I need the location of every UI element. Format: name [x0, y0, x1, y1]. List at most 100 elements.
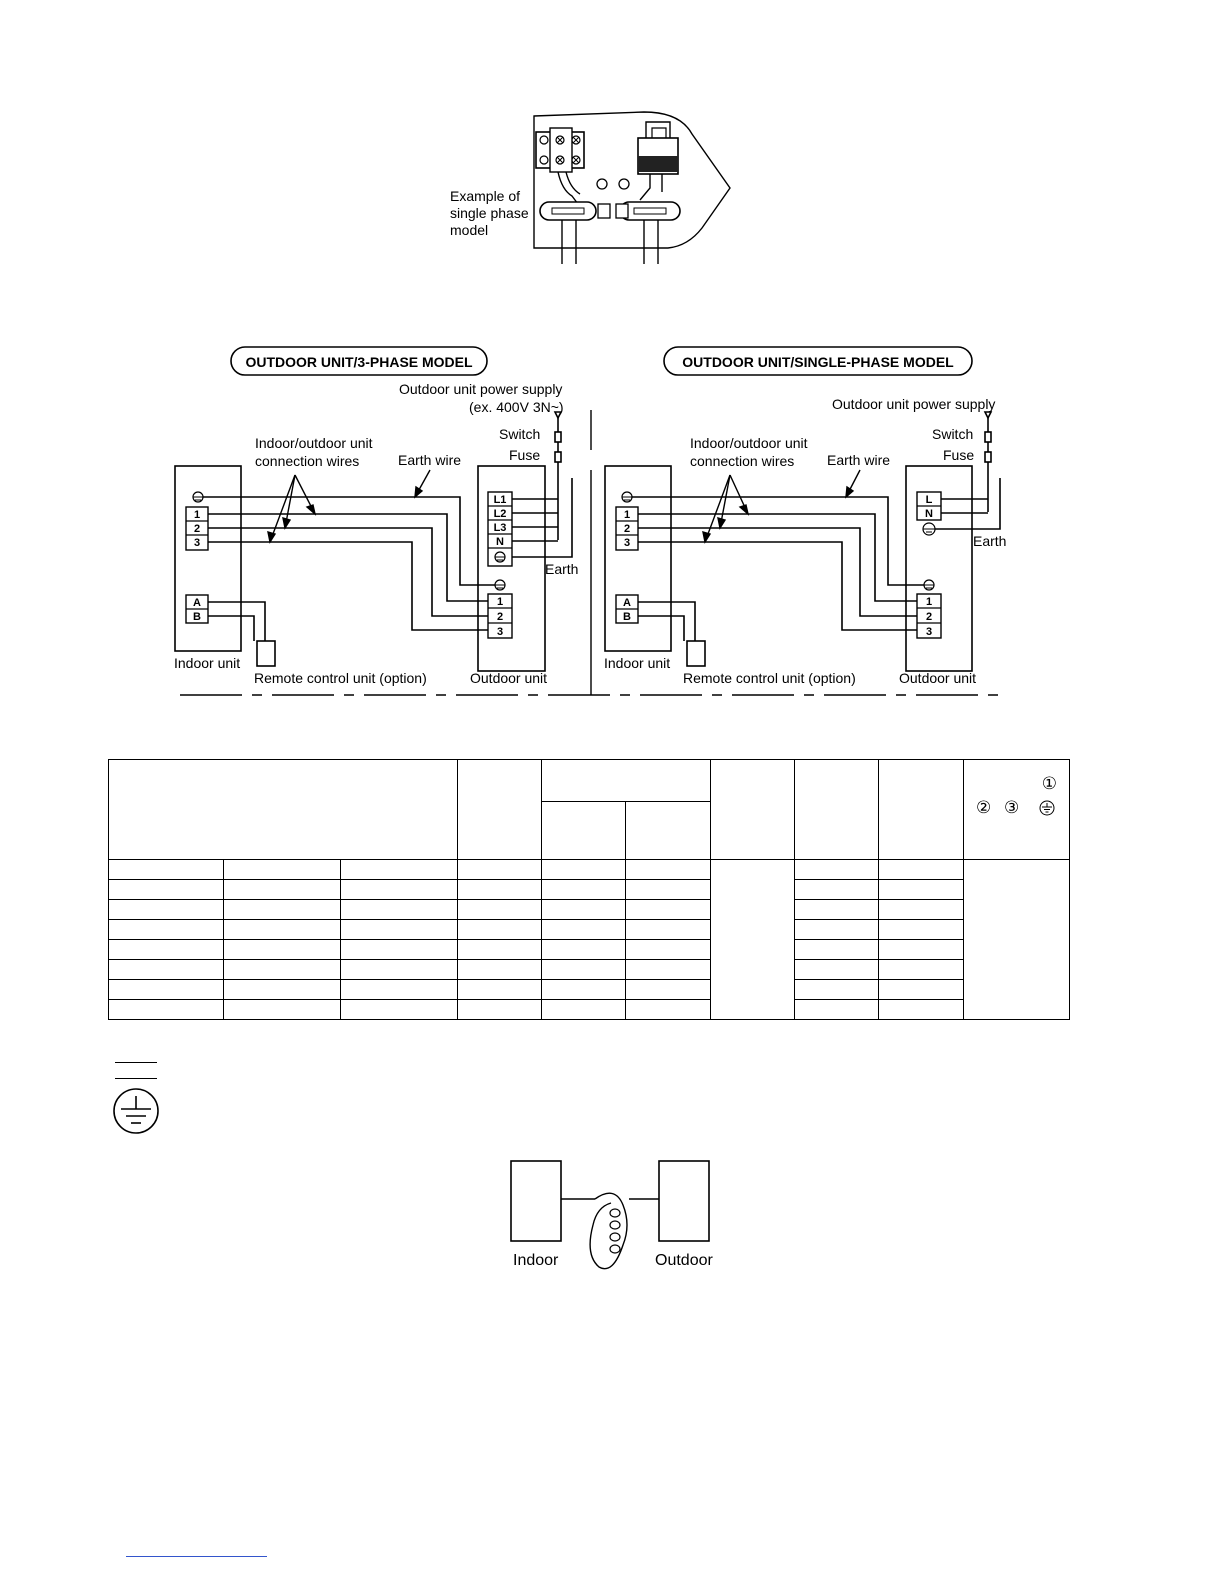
table-cell	[108, 959, 224, 980]
circled-2-symbol: ②	[976, 798, 992, 818]
coil-outdoor-label: Outdoor	[655, 1252, 713, 1269]
example-caption-line-3: model	[450, 222, 488, 238]
earth-icon	[494, 551, 506, 563]
table-cell	[794, 939, 880, 960]
earth-icon	[923, 579, 935, 591]
table-cell	[457, 919, 543, 940]
three-phase-wire-1	[208, 513, 488, 602]
table-cell	[794, 899, 880, 920]
three-phase-remote-terminal-a: A	[193, 597, 201, 609]
earth-icon	[1039, 800, 1055, 816]
three-phase-indoor-unit-label: Indoor unit	[174, 655, 240, 671]
table-cell	[457, 899, 543, 920]
table-cell	[878, 879, 965, 900]
single-phase-earth-label: Earth	[973, 533, 1006, 549]
table-cell	[878, 959, 965, 980]
table-cell	[108, 979, 224, 1000]
table-cell	[339, 939, 459, 960]
single-phase-power-supply-label: Outdoor unit power supply	[832, 396, 995, 412]
legend-rule-top	[115, 1062, 157, 1063]
single-phase-connection-wires-label-1: Indoor/outdoor unit	[690, 435, 808, 451]
three-phase-switch-icon	[554, 431, 562, 443]
table-cell	[794, 999, 880, 1020]
single-phase-title: OUTDOOR UNIT/SINGLE-PHASE MODEL	[682, 354, 954, 370]
three-phase-wire-2	[208, 527, 488, 617]
table-cell	[625, 999, 712, 1020]
table-cell	[108, 939, 224, 960]
connection-wires-arrows	[267, 469, 431, 544]
table-cell	[108, 999, 224, 1020]
single-phase-remote-terminal-b: B	[623, 611, 631, 623]
single-phase-outdoor-terminal-3: 3	[926, 626, 932, 638]
table-header-cell	[541, 801, 627, 860]
single-phase-outdoor-terminal-1: 1	[926, 596, 932, 608]
table-cell	[794, 859, 880, 880]
single-phase-wire-2	[638, 527, 917, 617]
three-phase-power-terminal-l2: L2	[494, 508, 507, 520]
table-cell	[625, 939, 712, 960]
table-header-cell	[878, 759, 965, 860]
wiring-spec-table: ① ② ③	[107, 759, 1071, 1020]
single-phase-power-terminal-l: L	[926, 494, 933, 506]
footer-link-underline	[126, 1556, 267, 1557]
single-phase-outdoor-terminal-2: 2	[926, 611, 932, 623]
table-cell	[339, 879, 459, 900]
earth-icon	[922, 522, 936, 536]
table-cell	[878, 999, 965, 1020]
example-caption-line-2: single phase	[450, 205, 529, 221]
wiring-diagrams: OUTDOOR UNIT/3-PHASE MODEL Outdoor unit …	[174, 346, 1006, 696]
table-cell	[625, 899, 712, 920]
three-phase-indoor-terminal-2: 2	[194, 523, 200, 535]
three-phase-earth-wire-label: Earth wire	[398, 452, 461, 468]
table-cell	[794, 979, 880, 1000]
table-cell	[339, 999, 459, 1020]
table-cell	[108, 899, 224, 920]
single-phase-indoor-terminal-3: 3	[624, 537, 630, 549]
legend-rule-bottom	[115, 1078, 157, 1079]
three-phase-connection-wires-label-2: connection wires	[255, 453, 359, 469]
three-phase-power-supply-label: Outdoor unit power supply	[399, 381, 562, 397]
table-cell	[625, 919, 712, 940]
three-phase-outdoor-unit-label: Outdoor unit	[470, 670, 547, 686]
table-header-cell	[457, 759, 543, 860]
three-phase-power-terminal-n: N	[496, 536, 504, 548]
table-cell	[339, 919, 459, 940]
three-phase-power-terminal-l3: L3	[494, 522, 507, 534]
three-phase-outdoor-terminal-1: 1	[497, 596, 503, 608]
single-phase-switch-icon	[984, 431, 992, 443]
single-phase-earth-wire	[632, 496, 924, 586]
single-phase-remote-control-unit	[686, 640, 706, 667]
three-phase-diagram: OUTDOOR UNIT/3-PHASE MODEL Outdoor unit …	[174, 346, 578, 686]
single-phase-wire-1	[638, 513, 917, 602]
table-merged-cell	[710, 859, 796, 1020]
three-phase-title-frame	[230, 346, 488, 376]
table-cell	[541, 859, 627, 880]
table-header-cell	[794, 759, 880, 860]
coil-indoor-label: Indoor	[513, 1252, 559, 1269]
table-header-symbols: ① ② ③	[963, 759, 1071, 860]
table-cell	[541, 899, 627, 920]
table-cell	[878, 859, 965, 880]
table-cell	[339, 959, 459, 980]
three-phase-earth-label: Earth	[545, 561, 578, 577]
three-phase-outdoor-terminal-2: 2	[497, 611, 503, 623]
table-cell	[541, 939, 627, 960]
example-caption-line-1: Example of	[450, 188, 520, 204]
table-cell	[108, 879, 224, 900]
table-cell	[108, 919, 224, 940]
three-phase-switch-label: Switch	[499, 426, 540, 442]
table-cell	[541, 979, 627, 1000]
three-phase-indoor-terminal-1: 1	[194, 509, 200, 521]
single-phase-title-frame	[663, 346, 973, 376]
table-cell	[794, 879, 880, 900]
table-cell	[457, 879, 543, 900]
single-phase-wire-3	[638, 541, 917, 631]
table-cell	[223, 939, 341, 960]
single-phase-switch-label: Switch	[932, 426, 973, 442]
table-cell	[457, 959, 543, 980]
single-phase-remote-control-label: Remote control unit (option)	[683, 670, 856, 686]
table-header-cell	[625, 801, 712, 860]
coil-outdoor-unit	[658, 1160, 710, 1242]
table-cell	[457, 979, 543, 1000]
three-phase-wire-3	[208, 541, 488, 631]
